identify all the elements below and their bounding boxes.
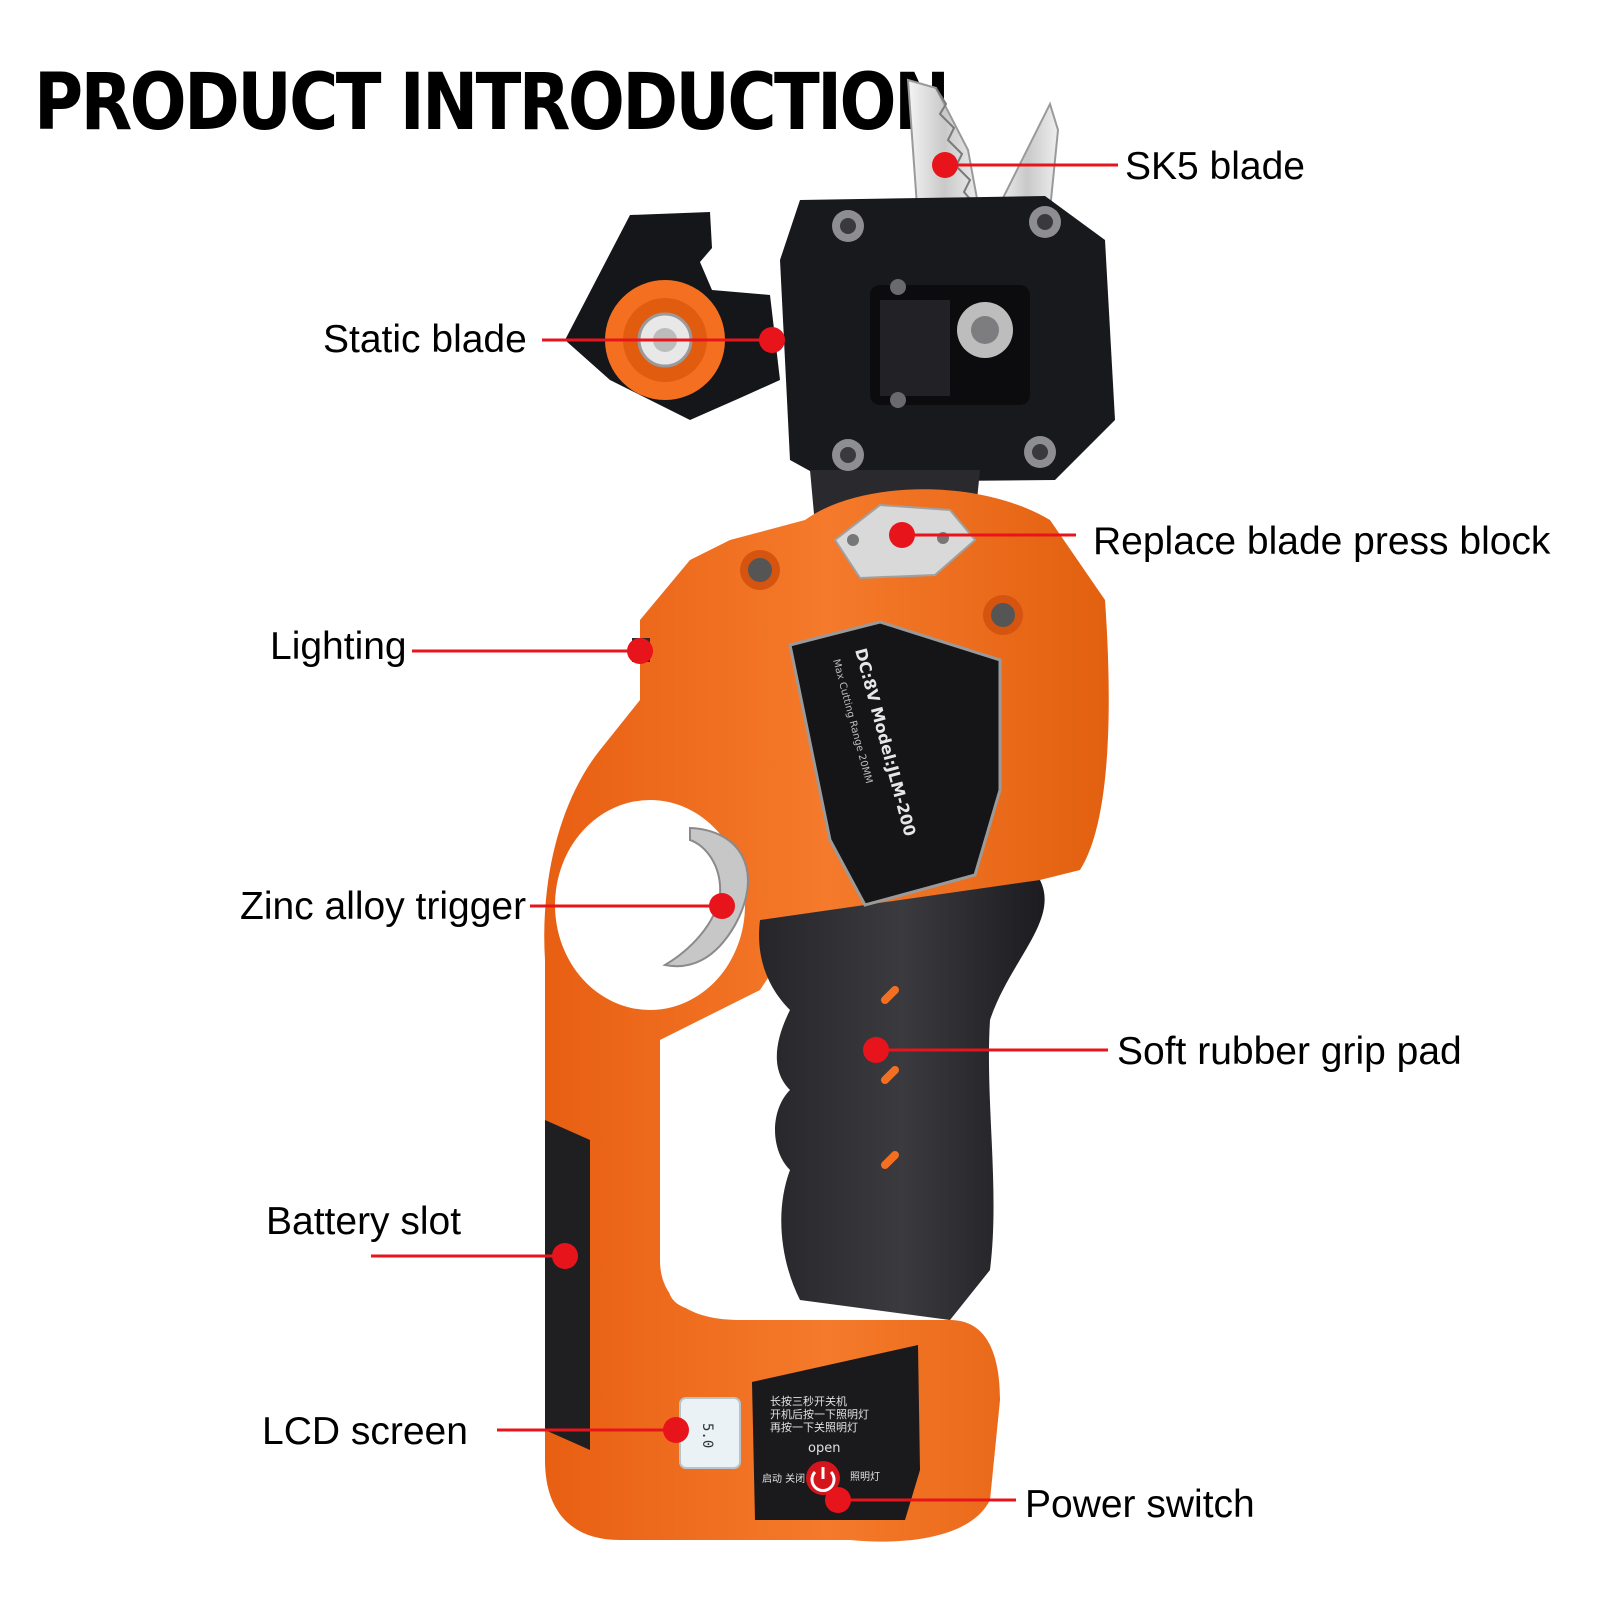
panel-line-1: 长按三秒开关机 <box>770 1394 847 1408</box>
control-panel: 5.0 长按三秒开关机 开机后按一下照明灯 再按一下关照明灯 open 启动 关… <box>679 1345 920 1520</box>
panel-open-label: open <box>808 1441 840 1456</box>
callout-static-blade: Static blade <box>323 318 527 361</box>
panel-line-3: 再按一下关照明灯 <box>770 1420 858 1434</box>
callout-sk5-blade: SK5 blade <box>1125 145 1305 188</box>
callout-lcd-screen: LCD screen <box>262 1410 468 1453</box>
body-screws <box>740 550 1023 635</box>
zinc-alloy-trigger <box>662 826 749 968</box>
page-title: PRODUCT INTRODUCTION <box>34 58 950 148</box>
panel-light-label: 照明灯 <box>850 1471 880 1483</box>
callout-replace-blade-press-block: Replace blade press block <box>1093 520 1551 563</box>
callout-lighting: Lighting <box>270 625 407 668</box>
callout-markers <box>371 152 1118 1513</box>
panel-start-off: 启动 关闭 <box>762 1472 805 1485</box>
grip-pad <box>759 880 1045 1320</box>
callout-battery-slot: Battery slot <box>266 1200 462 1243</box>
lcd-value: 5.0 <box>699 1423 715 1448</box>
callout-soft-rubber-grip-pad: Soft rubber grip pad <box>1117 1030 1462 1073</box>
callout-power-switch: Power switch <box>1025 1483 1255 1526</box>
sk5-blade <box>906 78 1060 222</box>
nameplate: DC:8V Model:JLM-200 Max Cutting Range 20… <box>788 620 1002 907</box>
panel-line-2: 开机后按一下照明灯 <box>770 1407 869 1421</box>
head-screws <box>832 206 1061 471</box>
callout-zinc-alloy-trigger: Zinc alloy trigger <box>240 885 527 928</box>
